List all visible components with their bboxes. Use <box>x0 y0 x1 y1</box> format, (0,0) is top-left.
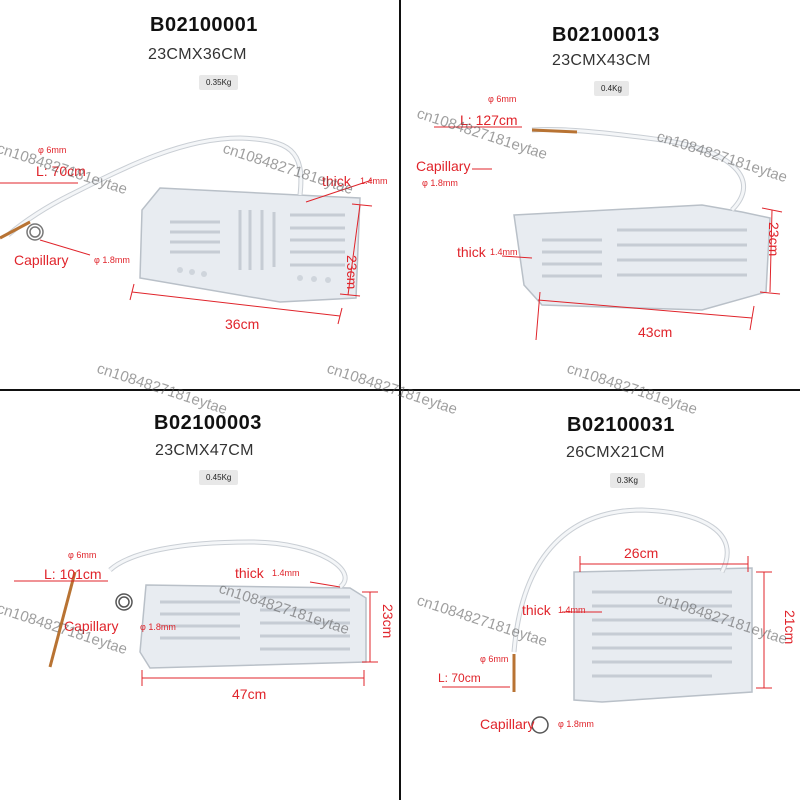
diameter-label: φ 6mm <box>38 145 67 155</box>
thick-value: 1.4mm <box>360 176 388 186</box>
evaporator-illustration <box>0 135 373 325</box>
capillary-label: Capillary <box>480 716 535 732</box>
product-dimensions: 23CMX43CM <box>552 52 651 69</box>
diameter-label: φ 6mm <box>480 654 509 664</box>
width-dimension: 26cm <box>624 545 659 561</box>
product-panel-1: B02100001 23CMX36CM 0.35Kg φ 6mm L: 70cm… <box>0 0 398 388</box>
weight-badge: 0.4Kg <box>594 81 629 96</box>
product-dimensions: 23CMX47CM <box>155 442 254 459</box>
product-panel-3: B02100003 23CMX47CM 0.45Kg φ 6mm L: 101c… <box>0 392 398 780</box>
thick-label: thick <box>235 565 264 581</box>
width-dimension: 43cm <box>638 324 673 340</box>
width-dimension: 36cm <box>225 316 260 332</box>
length-label: L: 70cm <box>438 671 481 685</box>
product-dimensions: 26CMX21CM <box>566 444 665 461</box>
product-code: B02100031 <box>567 414 675 436</box>
width-dimension: 47cm <box>232 686 267 702</box>
weight-badge: 0.3Kg <box>610 473 645 488</box>
evaporator-illustration <box>14 539 378 686</box>
length-label: L: 101cm <box>44 566 102 582</box>
height-dimension: 23cm <box>344 255 360 290</box>
capillary-label: Capillary <box>64 618 119 634</box>
product-code: B02100013 <box>552 24 660 46</box>
height-dimension: 23cm <box>380 604 396 639</box>
product-dimensions: 23CMX36CM <box>148 46 247 63</box>
capillary-value: φ 1.8mm <box>94 255 130 265</box>
evaporator-illustration <box>442 507 772 734</box>
horizontal-divider <box>0 389 800 391</box>
weight-badge: 0.45Kg <box>199 470 239 485</box>
capillary-value: φ 1.8mm <box>140 622 176 632</box>
product-panel-2: B02100013 23CMX43CM 0.4Kg φ 6mm L: 127cm… <box>402 0 800 388</box>
thick-label: thick <box>522 602 551 618</box>
height-dimension: 21cm <box>782 610 798 645</box>
product-code: B02100003 <box>154 412 262 434</box>
capillary-label: Capillary <box>14 252 69 268</box>
product-panel-4: B02100031 26CMX21CM 0.3Kg 26cm thick 1.4… <box>402 392 800 780</box>
capillary-label: Capillary <box>416 158 471 174</box>
diameter-label: φ 6mm <box>68 550 97 560</box>
weight-badge: 0.35Kg <box>199 75 239 90</box>
vertical-divider <box>399 0 401 800</box>
thick-label: thick <box>457 244 486 260</box>
thick-value: 1.4mm <box>490 247 518 257</box>
thick-value: 1.4mm <box>272 568 300 578</box>
capillary-value: φ 1.8mm <box>422 178 458 188</box>
diameter-label: φ 6mm <box>488 94 517 104</box>
thick-label: thick <box>322 173 351 189</box>
length-label: L: 70cm <box>36 163 86 179</box>
capillary-value: φ 1.8mm <box>558 719 594 729</box>
height-dimension: 23cm <box>766 222 782 257</box>
length-label: L: 127cm <box>460 112 518 128</box>
evaporator-illustration <box>434 126 783 341</box>
thick-value: 1.4mm <box>558 605 586 615</box>
product-code: B02100001 <box>150 14 258 36</box>
